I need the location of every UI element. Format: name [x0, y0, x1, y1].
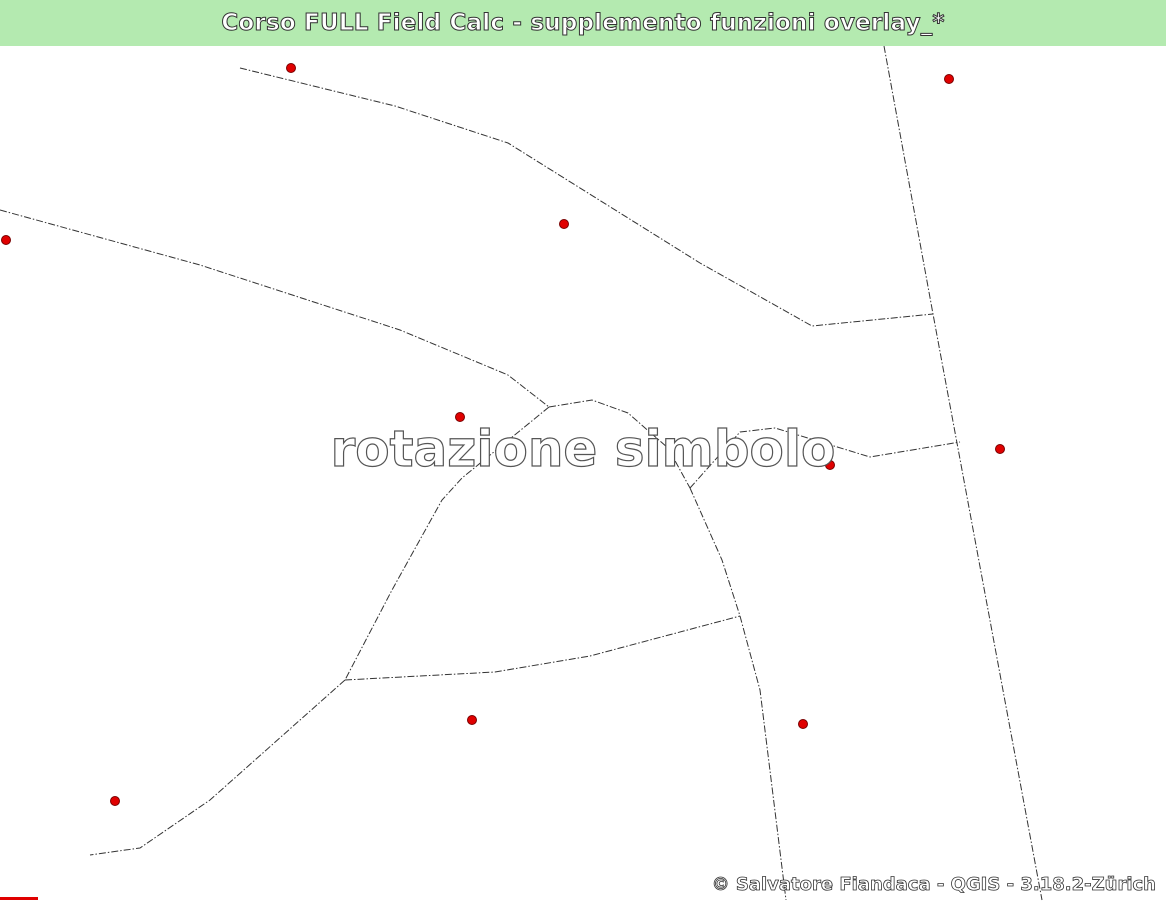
boundary-line: [89, 679, 346, 856]
boundary-line: [548, 399, 691, 489]
scale-bar-mark: [0, 897, 38, 900]
boundary-line: [689, 487, 787, 901]
window-title: Corso FULL Field Calc - supplemento funz…: [221, 10, 945, 37]
boundary-line: [344, 406, 550, 681]
map-point[interactable]: [1, 235, 11, 245]
map-point[interactable]: [467, 715, 477, 725]
map-canvas[interactable]: [0, 46, 1166, 901]
title-bar: Corso FULL Field Calc - supplemento funz…: [0, 0, 1166, 46]
boundary-line: [883, 46, 1043, 901]
map-point[interactable]: [944, 74, 954, 84]
map-point[interactable]: [995, 444, 1005, 454]
boundary-line: [239, 67, 934, 327]
map-point[interactable]: [825, 460, 835, 470]
map-point[interactable]: [455, 412, 465, 422]
map-point[interactable]: [559, 219, 569, 229]
boundary-line: [689, 427, 961, 489]
map-svg[interactable]: [0, 46, 1166, 901]
credits-text: © Salvatore Fiandaca - QGIS - 3.18.2-Zür…: [711, 874, 1156, 896]
overlay-label: rotazione simbolo: [330, 419, 836, 478]
boundary-line: [344, 615, 741, 681]
map-point[interactable]: [798, 719, 808, 729]
boundary-line: [0, 209, 550, 408]
boundary-lines: [0, 46, 1043, 901]
map-point[interactable]: [110, 796, 120, 806]
map-point[interactable]: [286, 63, 296, 73]
points-layer: [1, 63, 1005, 806]
